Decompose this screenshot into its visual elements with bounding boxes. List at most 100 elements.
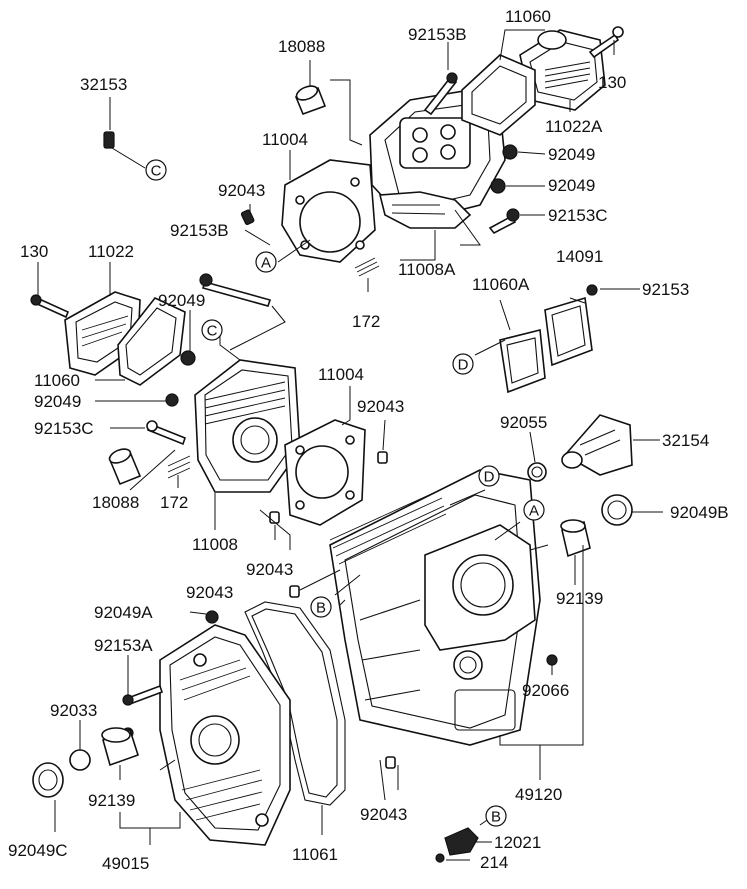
crankcase-cover xyxy=(159,624,291,846)
ref-c1: C xyxy=(151,163,162,180)
ref-circle-c2 xyxy=(201,319,223,341)
bearing-left xyxy=(101,727,139,767)
label-92153B-2: 92153B xyxy=(170,221,229,240)
label-92153: 92153 xyxy=(642,280,689,299)
label-32154: 32154 xyxy=(662,431,709,450)
oil-filler-pipe xyxy=(561,414,633,476)
label-92049-1: 92049 xyxy=(548,145,595,164)
breather-cover xyxy=(499,284,598,394)
dowel-pin-1 xyxy=(377,451,388,464)
label-92153C-2: 92153C xyxy=(34,419,94,438)
ref-circle-b2 xyxy=(485,805,507,827)
label-92153A: 92153A xyxy=(94,636,153,655)
cover-gasket-top xyxy=(461,54,536,136)
label-130-left: 130 xyxy=(20,242,48,261)
stud-172-left xyxy=(167,455,191,479)
head-gasket-mid xyxy=(284,419,366,526)
small-bracket xyxy=(103,131,115,149)
oil-seal-92049C-inner xyxy=(38,769,58,791)
circlip-92033 xyxy=(69,749,91,771)
sensor-12021 xyxy=(435,827,479,863)
oil-seal-92049B xyxy=(601,494,633,526)
label-92055: 92055 xyxy=(500,413,547,432)
ref-c2: C xyxy=(207,323,218,340)
dowel-sleeve-left xyxy=(108,448,142,486)
label-11008: 11008 xyxy=(192,535,238,554)
dowel-pin-4 xyxy=(385,756,396,769)
label-92066: 92066 xyxy=(522,681,569,700)
label-92049-2: 92049 xyxy=(548,176,595,195)
label-49120: 49120 xyxy=(515,785,562,804)
ref-circle-a1 xyxy=(255,251,277,273)
ref-a1: A xyxy=(261,255,271,272)
label-12021: 12021 xyxy=(494,833,541,852)
ref-circle-c1 xyxy=(145,159,167,181)
label-18088-left: 18088 xyxy=(92,493,139,512)
label-92139-left: 92139 xyxy=(88,791,135,810)
label-11004-top: 11004 xyxy=(262,130,308,149)
label-92049-4: 92049 xyxy=(34,392,81,411)
label-92033: 92033 xyxy=(50,701,97,720)
bearing-right xyxy=(560,519,591,558)
label-11061: 11061 xyxy=(292,845,338,864)
label-92049C: 92049C xyxy=(8,841,68,860)
plug-92066 xyxy=(546,654,558,666)
label-11060A: 11060A xyxy=(472,275,530,294)
label-92139-right: 92139 xyxy=(556,589,603,608)
ref-a2: A xyxy=(529,503,539,520)
label-92043-3: 92043 xyxy=(246,560,293,579)
label-92049A: 92049A xyxy=(94,603,153,622)
label-214: 214 xyxy=(480,853,508,872)
ref-circle-d2 xyxy=(478,465,500,487)
rocker-cover-top xyxy=(519,29,606,111)
bolt-92153A xyxy=(122,684,164,706)
label-49015: 49015 xyxy=(102,854,149,873)
label-32153: 32153 xyxy=(80,75,127,94)
label-172-top: 172 xyxy=(352,312,380,331)
label-92153B: 92153B xyxy=(408,25,467,44)
label-18088-top: 18088 xyxy=(278,37,325,56)
label-92043-5: 92043 xyxy=(360,805,407,824)
dowel-sleeve-top xyxy=(294,85,327,116)
bolts-top xyxy=(240,26,624,277)
cover-gasket-left xyxy=(117,297,186,386)
leader-lines xyxy=(37,29,663,861)
crankcase xyxy=(329,469,541,746)
head-gasket-top xyxy=(281,159,376,263)
label-11008A: 11008A xyxy=(398,260,456,279)
label-11060-top: 11060 xyxy=(505,7,551,26)
cylinder-head-left xyxy=(146,350,301,493)
label-92049B: 92049B xyxy=(670,503,729,522)
label-11022A: 11022A xyxy=(545,117,603,136)
ref-d2: D xyxy=(484,469,495,486)
label-172-left: 172 xyxy=(160,493,188,512)
ref-circle-b1 xyxy=(310,596,332,618)
part-labels: 11060 92153B 18088 130 32153 11022A 1100… xyxy=(8,7,729,873)
long-bolt xyxy=(199,273,272,307)
label-92043-1: 92043 xyxy=(218,181,265,200)
label-11022: 11022 xyxy=(88,242,134,261)
bolt-130-left xyxy=(30,294,70,319)
oil-seal-inner xyxy=(607,500,627,520)
label-14091: 14091 xyxy=(556,247,603,266)
label-92043-2: 92043 xyxy=(357,397,404,416)
dowel-pin-2 xyxy=(269,511,280,524)
label-92049-3: 92049 xyxy=(158,291,205,310)
label-92153C-1: 92153C xyxy=(548,206,608,225)
oil-seal-92049C xyxy=(32,762,64,798)
ref-d1: D xyxy=(458,357,469,374)
ref-b2: B xyxy=(491,809,501,826)
ref-b1: B xyxy=(316,600,326,617)
plug-92049A xyxy=(205,610,219,624)
dowel-pin-3 xyxy=(289,585,300,598)
o-ring-inner xyxy=(531,466,543,478)
reference-markers: C A C D D A B B xyxy=(145,159,545,827)
label-11060-left: 11060 xyxy=(34,371,80,390)
label-92043-4: 92043 xyxy=(186,583,233,602)
o-ring-92055 xyxy=(527,462,547,482)
label-130-top: 130 xyxy=(598,73,626,92)
ref-circle-d1 xyxy=(452,353,474,375)
label-11004-mid: 11004 xyxy=(318,365,364,384)
